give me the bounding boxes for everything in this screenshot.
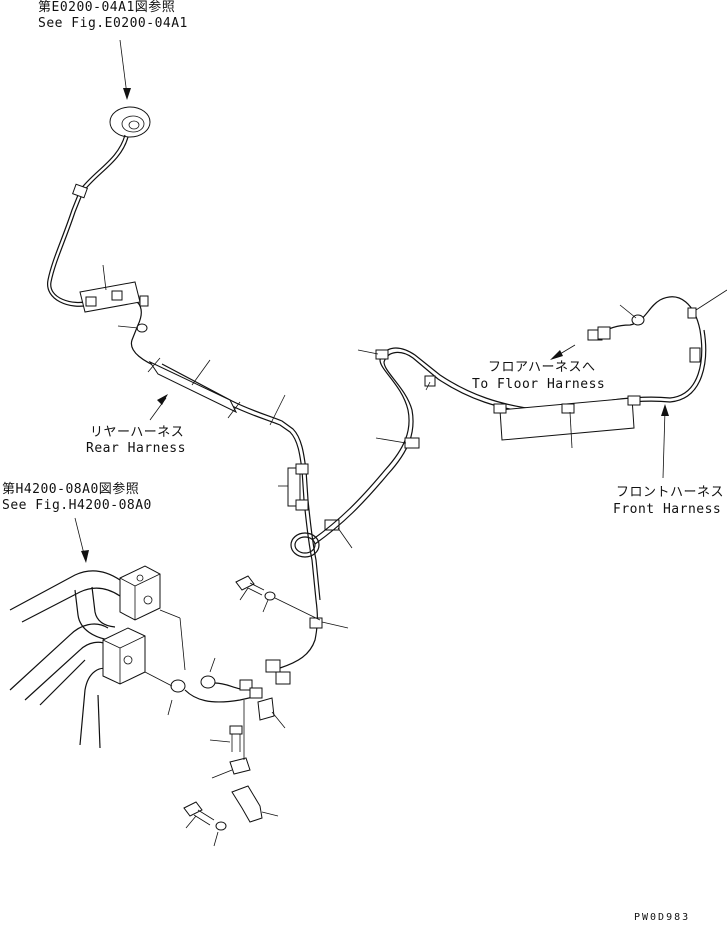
bolt-mid [209,700,251,779]
rear-harness-jp: リヤーハーネス [90,425,185,440]
clip [404,437,420,449]
leader-arrow-floor [550,344,576,360]
drawing-code: PW0D983 [634,912,691,923]
bolt-upper [235,575,321,621]
clip [375,349,389,360]
ref-top-jp: 第E0200-04A1図参照 [38,0,176,15]
bolt-lower [183,801,227,847]
floor-connector [587,326,611,341]
mount-bracket-right [257,697,286,729]
leader-arrow-top [119,39,131,100]
floor-harness-en: To Floor Harness [472,377,606,392]
clip [72,183,88,199]
rear-harness-en: Rear Harness [86,441,186,456]
top-round-sensor [109,106,151,138]
clip [309,617,323,629]
clip [424,375,436,387]
wire-loop [290,532,320,558]
leader-arrow-front [661,404,669,479]
ref-top-en: See Fig.E0200-04A1 [38,16,188,31]
clip [136,323,148,333]
bracket-upper-left [79,264,149,313]
clip [687,307,697,319]
bracket-mid [278,463,309,511]
valve-block-lower [102,627,146,685]
front-harness-en: Front Harness [613,502,722,517]
leader-arrow-left [74,517,89,563]
rear-harness-wire [47,134,321,669]
front-harness-jp: フロントハーネス [616,485,725,500]
pressure-sensors [144,609,263,716]
connector-pair [265,659,291,685]
leader-arrow-rear [149,394,168,421]
floor-harness-jp: フロアハーネスへ [488,360,596,375]
mount-bracket-lower [231,785,279,823]
ref-left-en: See Fig.H4200-08A0 [2,498,152,513]
clip [689,347,701,363]
harness-sleeve [147,357,241,419]
bracket-front [493,395,641,449]
ref-left-jp: 第H4200-08A0図参照 [2,482,140,497]
valve-block-upper [119,565,161,621]
